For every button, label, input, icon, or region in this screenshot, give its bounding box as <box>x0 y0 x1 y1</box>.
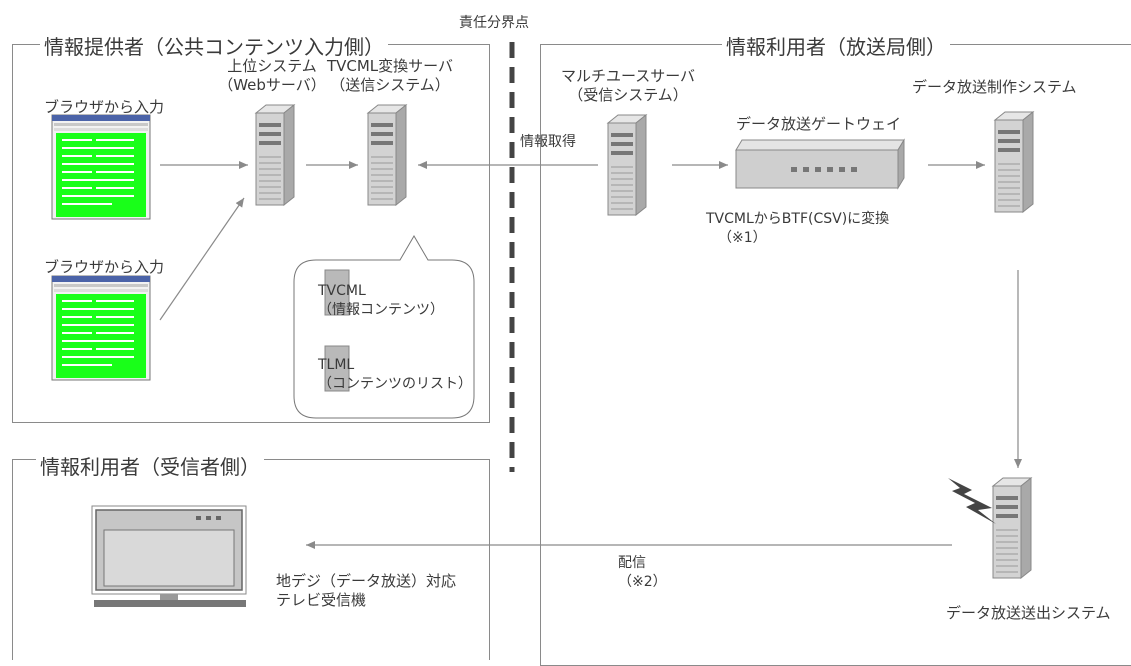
receiver-section-title: 情報利用者（受信者側） <box>36 451 264 480</box>
browser-input-label-2: ブラウザから入力 <box>44 258 165 276</box>
upper-system-label-line2: （Webサーバ） <box>218 76 326 94</box>
deliver-label: 配信 （※2） <box>618 554 667 592</box>
callout-tlml-line1: TLML <box>318 357 355 373</box>
callout-tvcml-line2: （情報コンテンツ） <box>318 302 444 318</box>
tlml-doc-icon <box>324 345 350 392</box>
production-server <box>994 111 1034 213</box>
tvcml-server-label-line1: TVCML変換サーバ <box>326 57 454 75</box>
deliver-label-line2: （※2） <box>618 574 667 590</box>
browser-window-2 <box>51 275 151 381</box>
upper-system-label: 上位システム （Webサーバ） <box>218 57 326 95</box>
callout-tvcml-line1: TVCML <box>318 283 366 299</box>
tv-receiver-icon <box>91 505 247 607</box>
tvcml-doc-icon <box>324 269 350 316</box>
acquire-label: 情報取得 <box>520 134 576 150</box>
browser-window-1 <box>51 114 151 220</box>
convert-label-line1: TVCMLからBTF(CSV)に変換 <box>706 211 890 227</box>
multiuse-server-label-line2: （受信システム） <box>568 86 688 104</box>
convert-label: TVCMLからBTF(CSV)に変換 （※1） <box>706 210 889 248</box>
broadcaster-section-title: 情報利用者（放送局側） <box>722 31 950 60</box>
production-system-label: データ放送制作システム <box>912 78 1077 96</box>
boundary-label: 責任分界点 <box>459 15 529 31</box>
convert-label-line2: （※1） <box>718 230 767 246</box>
multiuse-server <box>607 114 647 216</box>
diagram-canvas <box>51 42 1034 607</box>
tv-receiver-label: 地デジ（データ放送）対応 テレビ受信機 <box>276 572 456 610</box>
callout-tlml: TLML （コンテンツのリスト） <box>318 356 472 394</box>
lightning-icon <box>948 478 996 524</box>
arrow-browser2-to-upper <box>159 197 245 321</box>
callout-tlml-line2: （コンテンツのリスト） <box>318 376 472 392</box>
tvcml-server-label-line2: （送信システム） <box>330 76 450 94</box>
browser-input-label-1: ブラウザから入力 <box>44 98 165 116</box>
tvcml-server <box>367 104 407 206</box>
upper-system-label-line1: 上位システム <box>227 57 317 75</box>
tvcml-server-label: TVCML変換サーバ （送信システム） <box>320 57 460 95</box>
transmission-server <box>992 477 1032 579</box>
multiuse-server-label-line1: マルチユースサーバ <box>560 67 696 85</box>
provider-section-title: 情報提供者（公共コンテンツ入力側） <box>40 31 388 60</box>
tv-receiver-label-line2: テレビ受信機 <box>276 591 367 609</box>
multiuse-server-label: マルチユースサーバ （受信システム） <box>560 67 696 105</box>
gateway-device <box>735 138 905 190</box>
transmission-system-label: データ放送送出システム <box>946 604 1111 622</box>
callout-tvcml: TVCML （情報コンテンツ） <box>318 282 444 320</box>
deliver-label-line1: 配信 <box>618 555 646 571</box>
tv-receiver-label-line1: 地デジ（データ放送）対応 <box>276 572 457 590</box>
gateway-label: データ放送ゲートウェイ <box>736 115 902 133</box>
upper-system-server <box>255 104 295 206</box>
